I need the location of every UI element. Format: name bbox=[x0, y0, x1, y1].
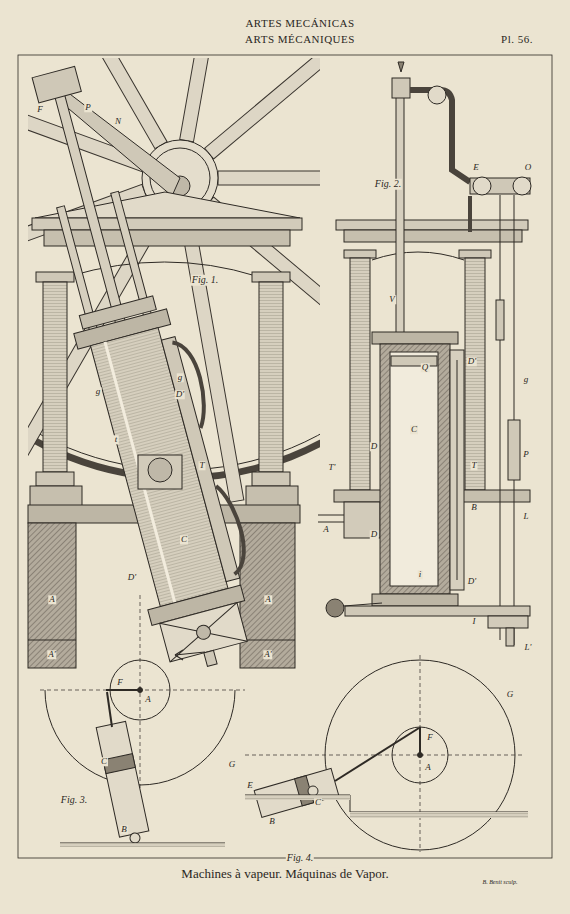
part-letter: A bbox=[144, 695, 152, 704]
plate-heading: ARTS MÉCANIQUES bbox=[244, 34, 356, 46]
part-letter: Q bbox=[421, 363, 430, 372]
wheel-spoke bbox=[218, 171, 320, 185]
part-letter: D' bbox=[467, 577, 477, 586]
part-letter: C bbox=[100, 757, 108, 766]
part-letter: A' bbox=[47, 650, 56, 659]
part-letter: A bbox=[48, 595, 56, 604]
part-letter: B bbox=[470, 503, 478, 512]
part-letter: D' bbox=[127, 573, 137, 582]
part-letter: F bbox=[426, 733, 434, 742]
part-letter: D bbox=[370, 442, 379, 451]
part-letter: E bbox=[246, 781, 254, 790]
figure-label: Fig. 2. bbox=[374, 179, 402, 190]
part-letter: E bbox=[472, 163, 480, 172]
part-letter: G bbox=[228, 760, 237, 769]
part-letter: T' bbox=[328, 463, 337, 472]
part-letter: C bbox=[410, 425, 418, 434]
plate-number: Pl. 56. bbox=[500, 34, 534, 46]
engraver-signature: B. Benit sculp. bbox=[482, 879, 519, 885]
part-letter: V bbox=[388, 295, 396, 304]
plate-caption: Machines à vapeur. Máquinas de Vapor. bbox=[180, 867, 389, 881]
part-letter: g bbox=[523, 375, 530, 384]
part-letter: A bbox=[322, 525, 330, 534]
part-letter: g bbox=[95, 387, 102, 396]
part-letter: G bbox=[506, 690, 515, 699]
part-letter: L' bbox=[524, 643, 533, 652]
figure-label: Fig. 4. bbox=[286, 853, 314, 864]
wheel-spoke bbox=[28, 58, 167, 149]
part-letter: P bbox=[522, 450, 530, 459]
part-letter: D' bbox=[467, 357, 477, 366]
part-letter: L bbox=[522, 512, 529, 521]
figure-label: Fig. 3. bbox=[60, 795, 88, 806]
part-letter: P bbox=[84, 103, 92, 112]
part-letter: A bbox=[424, 763, 432, 772]
part-letter: C bbox=[180, 535, 188, 544]
part-letter: B bbox=[268, 817, 276, 826]
part-letter: A' bbox=[263, 650, 272, 659]
wheel-spoke bbox=[205, 58, 320, 159]
plate-heading: ARTES MECÁNICAS bbox=[244, 18, 355, 30]
part-letter: A bbox=[264, 595, 272, 604]
part-letter: i bbox=[418, 570, 423, 579]
part-letter: T bbox=[198, 461, 205, 470]
part-letter: t bbox=[114, 435, 119, 444]
figure-label: Fig. 1. bbox=[191, 275, 219, 286]
part-letter: B bbox=[120, 825, 128, 834]
part-letter: F bbox=[36, 105, 44, 114]
part-letter: C bbox=[314, 798, 322, 807]
part-letter: N bbox=[114, 117, 122, 126]
part-letter: D bbox=[370, 530, 379, 539]
part-letter: T bbox=[470, 461, 477, 470]
part-letter: F bbox=[116, 678, 124, 687]
part-letter: O bbox=[524, 163, 533, 172]
part-letter: g bbox=[177, 373, 184, 382]
part-letter: I bbox=[472, 617, 477, 626]
part-letter: D' bbox=[175, 390, 185, 399]
